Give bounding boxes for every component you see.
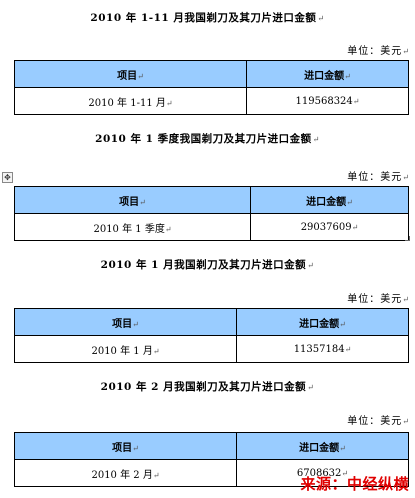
col-header-item: 项目↵ <box>14 432 237 460</box>
table-header-row: 项目↵ 进口金额↵ <box>14 308 409 336</box>
cell-amount: 11357184↵ <box>236 335 409 363</box>
col-header-item: 项目↵ <box>14 186 251 214</box>
cell-amount: 6708632↵ <box>236 459 409 487</box>
section-2-title-text: 2010 年 1 季度我国剃刀及其刀片进口金额 <box>95 133 312 145</box>
cell-period: 2010 年 2 月↵ <box>14 459 237 487</box>
cell-amount: 119568324↵ <box>246 87 409 115</box>
paragraph-mark-icon: ↵ <box>307 383 315 392</box>
section-3-table: 项目↵ 进口金额↵ 2010 年 1 月↵ 11357184↵ <box>14 308 409 363</box>
col-header-amount: 进口金额↵ <box>250 186 409 214</box>
move-anchor-icon[interactable]: ✥ <box>2 172 13 183</box>
paragraph-mark-icon: ↵ <box>317 14 325 23</box>
col-header-item: 项目↵ <box>14 60 247 88</box>
section-1-title-text: 2010 年 1-11 月我国剃刀及其刀片进口金额 <box>90 12 317 24</box>
col-header-amount: 进口金额↵ <box>236 308 409 336</box>
section-1-unit: 单位：美元↵ <box>347 46 410 57</box>
table-header-row: 项目↵ 进口金额↵ <box>14 60 409 88</box>
table-header-row: 项目↵ 进口金额↵ <box>14 432 409 460</box>
section-3-title: 2010 年 1 月我国剃刀及其刀片进口金额↵ <box>0 257 415 272</box>
cell-period: 2010 年 1 月↵ <box>14 335 237 363</box>
cell-amount: 29037609↵ <box>250 213 409 241</box>
paragraph-mark-icon: ↵ <box>307 261 315 270</box>
section-2-unit: 单位：美元↵ <box>347 172 410 183</box>
section-3-unit: 单位：美元↵ <box>347 294 410 305</box>
table-row: 2010 年 1 月↵ 11357184↵ <box>14 335 409 363</box>
col-header-amount: 进口金额↵ <box>236 432 409 460</box>
table-row: 2010 年 2 月↵ 6708632↵ <box>14 459 409 487</box>
table-row: 2010 年 1-11 月↵ 119568324↵ <box>14 87 409 115</box>
section-2-table: 项目↵ 进口金额↵ 2010 年 1 季度↵ 29037609↵ <box>14 186 409 241</box>
col-header-amount: 进口金额↵ <box>246 60 409 88</box>
section-3-title-text: 2010 年 1 月我国剃刀及其刀片进口金额 <box>100 259 307 271</box>
section-4-unit: 单位：美元↵ <box>347 416 410 427</box>
section-1-table: 项目↵ 进口金额↵ 2010 年 1-11 月↵ 119568324↵ <box>14 60 409 115</box>
col-header-item: 项目↵ <box>14 308 237 336</box>
cell-period: 2010 年 1-11 月↵ <box>14 87 247 115</box>
section-4-title: 2010 年 2 月我国剃刀及其刀片进口金额↵ <box>0 379 415 394</box>
source-watermark: 来源：中经纵横 <box>300 475 409 493</box>
section-2-title: 2010 年 1 季度我国剃刀及其刀片进口金额↵ <box>0 131 415 146</box>
section-4-title-text: 2010 年 2 月我国剃刀及其刀片进口金额 <box>100 381 307 393</box>
table-resize-handle[interactable] <box>405 236 410 241</box>
table-header-row: 项目↵ 进口金额↵ <box>14 186 409 214</box>
section-4-table: 项目↵ 进口金额↵ 2010 年 2 月↵ 6708632↵ <box>14 432 409 487</box>
cell-period: 2010 年 1 季度↵ <box>14 213 251 241</box>
section-1-title: 2010 年 1-11 月我国剃刀及其刀片进口金额↵ <box>0 10 415 25</box>
paragraph-mark-icon: ↵ <box>312 135 320 144</box>
table-row: 2010 年 1 季度↵ 29037609↵ <box>14 213 409 241</box>
